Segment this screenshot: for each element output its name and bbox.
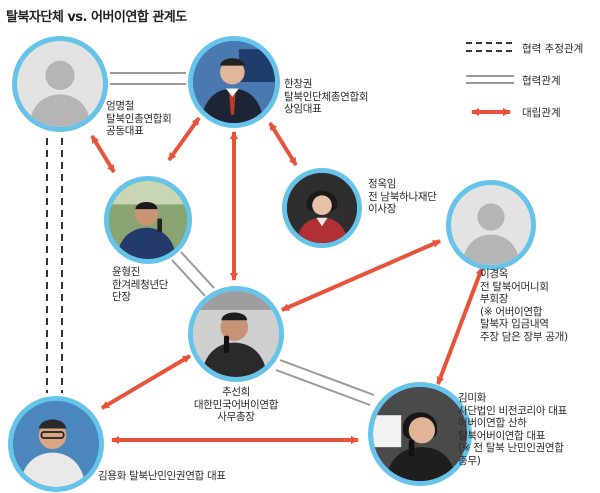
conflict-link-eom-yoon bbox=[90, 134, 116, 174]
label-kimm-note1: (※ 전 탈북 난민인권연합 bbox=[458, 442, 564, 454]
label-jung-role: 이사장 bbox=[368, 203, 397, 215]
portrait-han bbox=[188, 36, 280, 128]
legend-cooperation: 협력관계 bbox=[466, 72, 596, 88]
label-yoon-role: 단장 bbox=[112, 291, 131, 303]
label-kimm-org2: 어버이연합 산하 bbox=[458, 417, 527, 429]
coop-link-yoon-choo bbox=[171, 251, 215, 297]
label-yoon: 윤형진 한겨레청년단 단장 bbox=[112, 266, 168, 304]
label-kimm-role: 탈북어버이연합 대표 bbox=[458, 429, 546, 442]
legend-conflict-label: 대립관계 bbox=[522, 107, 561, 119]
label-lee-name: 이경옥 bbox=[480, 268, 509, 280]
conflict-link-han-jung bbox=[268, 121, 298, 167]
conflict-link-lee-kimm bbox=[436, 267, 484, 385]
label-eom-org: 탈북인총연합회 bbox=[106, 112, 172, 125]
label-lee-org: 전 탈북어머니회 bbox=[480, 280, 549, 293]
portrait-kimm bbox=[368, 382, 472, 486]
person-photo-icon bbox=[373, 387, 467, 481]
label-eom-name: 엄명철 bbox=[106, 100, 135, 112]
label-lee-note2: 탈북자 입금내역 bbox=[480, 318, 549, 330]
portrait-kimy bbox=[8, 396, 104, 492]
legend-presumed: 협력 추정관계 bbox=[466, 40, 596, 56]
portrait-choo bbox=[188, 286, 284, 382]
label-yoon-org: 한겨레청년단 bbox=[112, 278, 169, 291]
label-kimy-text: 김용화 탈북난민인권연합 대표 bbox=[98, 470, 226, 482]
conflict-link-choo-lee bbox=[281, 239, 441, 312]
person-photo-icon bbox=[287, 173, 357, 243]
legend-conflict: 대립관계 bbox=[466, 104, 596, 120]
legend-conflict-swatch bbox=[471, 108, 511, 116]
label-han-org: 탈북인단체총연합회 bbox=[284, 90, 369, 103]
label-kimm-note2: 총무) bbox=[458, 454, 481, 467]
label-han-name: 한창권 bbox=[284, 78, 313, 90]
person-photo-icon bbox=[109, 181, 187, 259]
label-kimm-org: 사단법인 비전코리아 대표 bbox=[458, 404, 568, 417]
legend-cooperation-label: 협력관계 bbox=[522, 75, 561, 87]
person-photo-icon bbox=[193, 291, 279, 377]
presumed-link-eom-kimy bbox=[46, 138, 63, 393]
conflict-link-choo-kimy bbox=[100, 354, 192, 410]
label-choo-role: 사무총장 bbox=[217, 411, 255, 423]
label-choo-org: 대한민국어버이연합 bbox=[193, 398, 279, 411]
legend-cooperation-swatch bbox=[466, 75, 514, 84]
label-han-role: 상임대표 bbox=[284, 103, 322, 115]
label-yoon-name: 윤형진 bbox=[112, 266, 141, 278]
silhouette-icon bbox=[29, 60, 91, 127]
legend-presumed-label: 협력 추정관계 bbox=[522, 43, 584, 55]
label-han: 한창권 탈북인단체총연합회 상임대표 bbox=[284, 78, 369, 116]
label-jung-org: 전 남북하나재단 bbox=[368, 190, 437, 203]
label-kimy: 김용화 탈북난민인권연합 대표 bbox=[98, 470, 226, 483]
label-eom-role: 공동대표 bbox=[106, 125, 144, 137]
label-choo-name: 추선희 bbox=[221, 386, 251, 398]
legend-presumed-swatch bbox=[466, 42, 514, 52]
label-lee-role: 부회장 bbox=[480, 293, 509, 305]
portrait-eom bbox=[12, 36, 108, 132]
label-jung-name: 정옥임 bbox=[368, 178, 397, 190]
label-lee-note1: (※ 어버이연합 bbox=[480, 305, 543, 318]
diagram-title: 탈북자단체 vs. 어버이연합 관계도 bbox=[6, 10, 187, 25]
label-lee: 이경옥 전 탈북어머니회 부회장 (※ 어버이연합 탈북자 입금내역 주장 담은… bbox=[480, 268, 568, 343]
person-photo-icon bbox=[13, 401, 99, 487]
label-lee-note3: 주장 담은 장부 공개) bbox=[480, 330, 568, 343]
label-choo: 추선희 대한민국어버이연합 사무총장 bbox=[182, 386, 290, 424]
coop-link-choo-kimm bbox=[275, 359, 375, 406]
conflict-link-han-yoon bbox=[167, 116, 201, 162]
portrait-yoon bbox=[104, 176, 192, 264]
silhouette-icon bbox=[462, 203, 520, 265]
portrait-lee bbox=[446, 180, 536, 270]
label-jung: 정옥임 전 남북하나재단 이사장 bbox=[368, 178, 437, 216]
label-kimm-name: 김미화 bbox=[458, 392, 487, 404]
person-photo-icon bbox=[193, 41, 275, 123]
coop-link-eom-han bbox=[110, 72, 186, 85]
label-eom: 엄명철 탈북인총연합회 공동대표 bbox=[106, 100, 172, 138]
label-kimm: 김미화 사단법인 비전코리아 대표 어버이연합 산하 탈북어버이연합 대표 (※… bbox=[458, 392, 567, 467]
portrait-jung bbox=[282, 168, 362, 248]
